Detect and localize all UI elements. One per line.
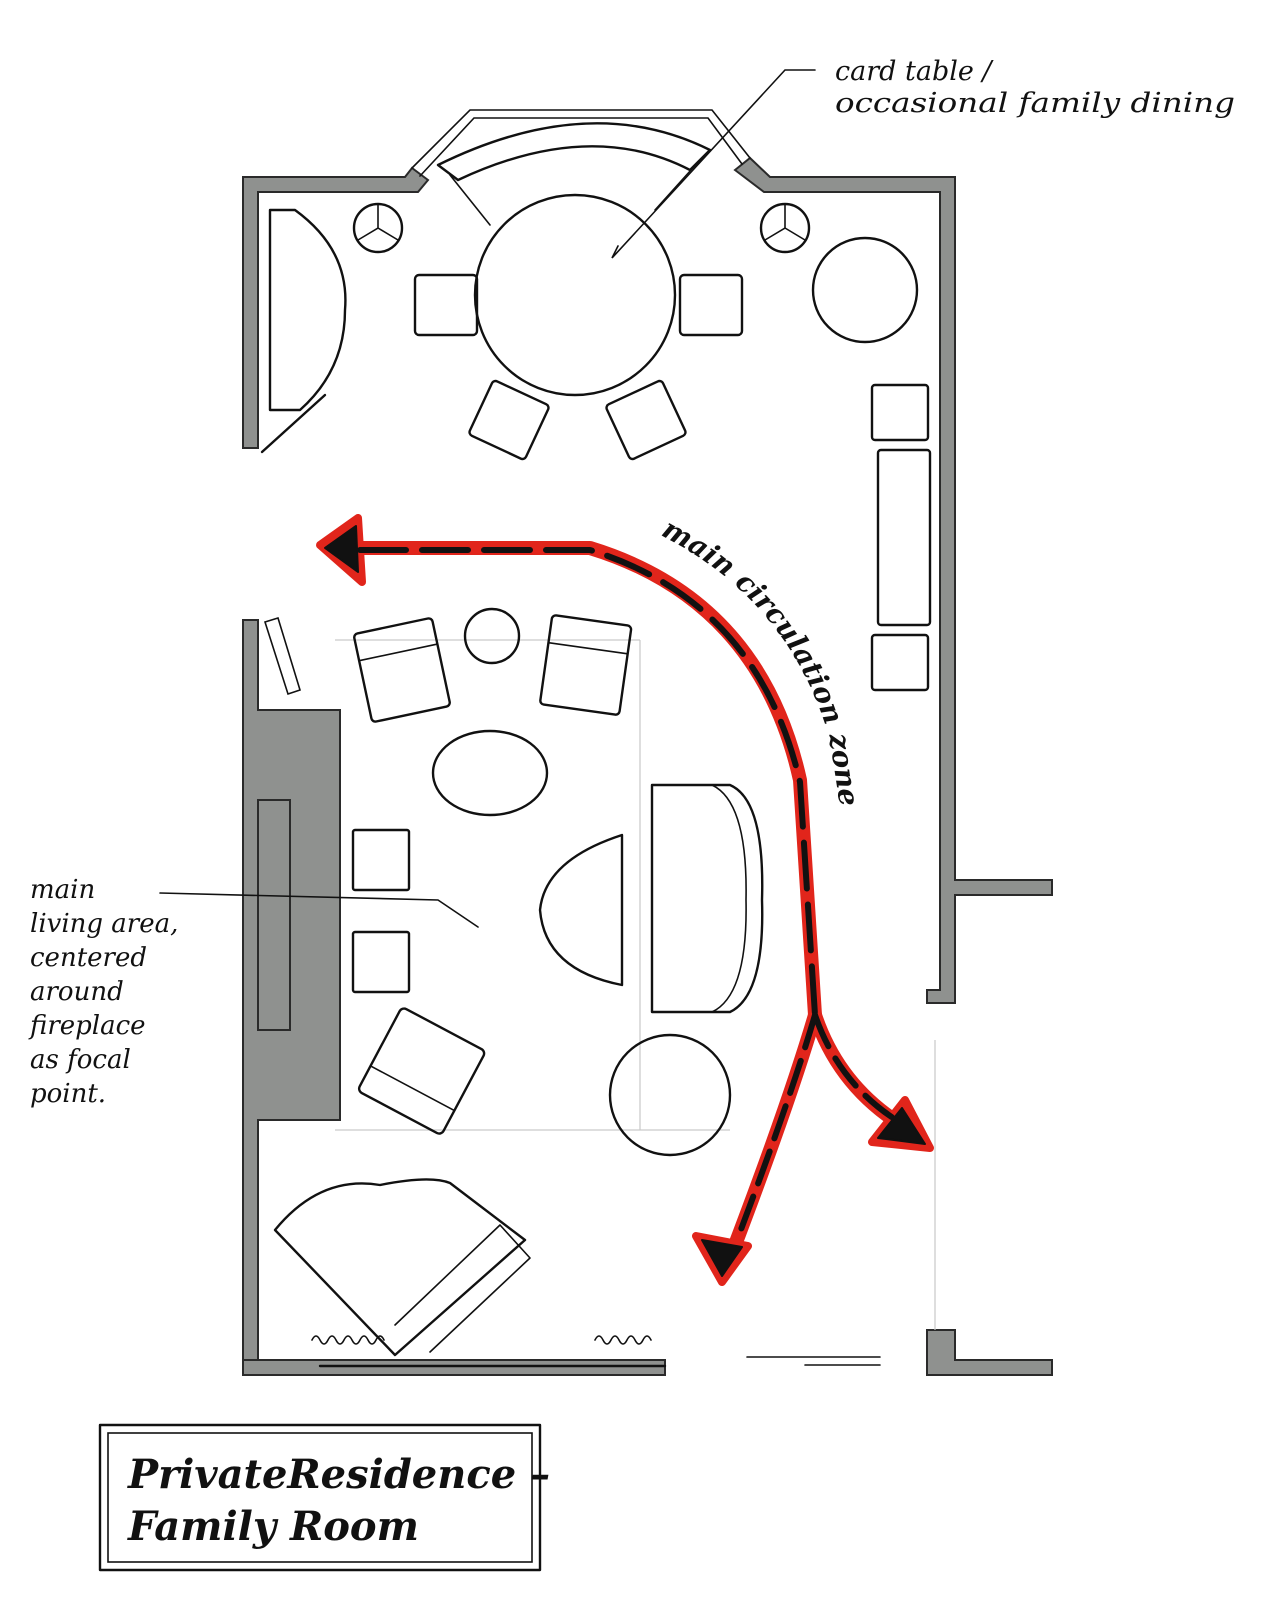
piano xyxy=(273,1178,527,1357)
wall-bottom xyxy=(242,1359,666,1376)
dining-table xyxy=(473,193,677,397)
leader-dining xyxy=(611,69,816,259)
credenza xyxy=(876,448,932,627)
cabinet-left xyxy=(268,208,347,412)
door-lower-left xyxy=(263,616,301,696)
lamp-right xyxy=(759,202,811,254)
dining-chair-right xyxy=(678,273,744,337)
credenza-bottom xyxy=(870,633,930,692)
wall-top-left xyxy=(242,166,430,449)
wall-top-right xyxy=(733,156,1053,1004)
armchair-top-right xyxy=(539,614,633,716)
fireplace-chair-bottom xyxy=(351,930,411,994)
room-walls xyxy=(242,109,1053,1376)
drapery-right xyxy=(594,1335,652,1345)
living-area xyxy=(273,607,764,1357)
area-rug-outline xyxy=(335,639,730,1131)
wall-bottom-right xyxy=(926,1329,1053,1376)
title-line2: Family Room xyxy=(127,1503,419,1550)
drapery-left xyxy=(311,1335,385,1345)
fireplace-chair-top xyxy=(351,828,411,892)
title-line1: PrivateResidence – xyxy=(127,1451,550,1498)
arrow-down xyxy=(701,1239,743,1277)
arrow-left xyxy=(324,525,359,573)
lounge-chair xyxy=(357,1007,486,1135)
side-table-lower xyxy=(608,1033,732,1157)
note-living-5: fireplace xyxy=(28,1011,146,1041)
dining-chair-bottom-left xyxy=(468,379,550,461)
coffee-table xyxy=(538,833,624,987)
note-living-6: as focal xyxy=(30,1045,131,1075)
side-table-round xyxy=(811,236,919,344)
credenza-top xyxy=(870,383,930,442)
circulation-dashes xyxy=(324,525,926,1277)
note-living-1: main xyxy=(30,875,95,905)
leader-living xyxy=(159,892,479,928)
note-dining-line2: occasional family dining xyxy=(835,88,1235,119)
armchair-top-left xyxy=(353,617,451,723)
note-living-7: point. xyxy=(30,1079,106,1109)
circulation-path xyxy=(316,514,934,1286)
note-living-4: around xyxy=(30,977,124,1007)
side-table-top xyxy=(463,607,521,665)
dining-area xyxy=(268,122,932,692)
ottoman xyxy=(431,729,549,817)
arrow-right xyxy=(877,1107,926,1145)
annotations: card table / occasional family dining ma… xyxy=(28,56,1235,1109)
dining-chair-left xyxy=(413,273,479,337)
window-seat xyxy=(436,122,712,182)
door-upper-left xyxy=(260,393,327,454)
bay-window xyxy=(411,109,751,169)
note-living-3: centered xyxy=(30,943,147,973)
note-circulation: main circulation zone xyxy=(657,512,866,808)
lamp-left xyxy=(352,202,404,254)
fireplace-hearth xyxy=(257,799,291,1031)
sofa xyxy=(650,783,764,1014)
note-dining-line1: card table / xyxy=(835,56,994,87)
title-block: PrivateResidence – Family Room xyxy=(98,1423,550,1572)
dining-chair-bottom-right xyxy=(605,379,687,461)
leader-lines xyxy=(159,69,816,928)
note-living-2: living area, xyxy=(30,909,178,939)
